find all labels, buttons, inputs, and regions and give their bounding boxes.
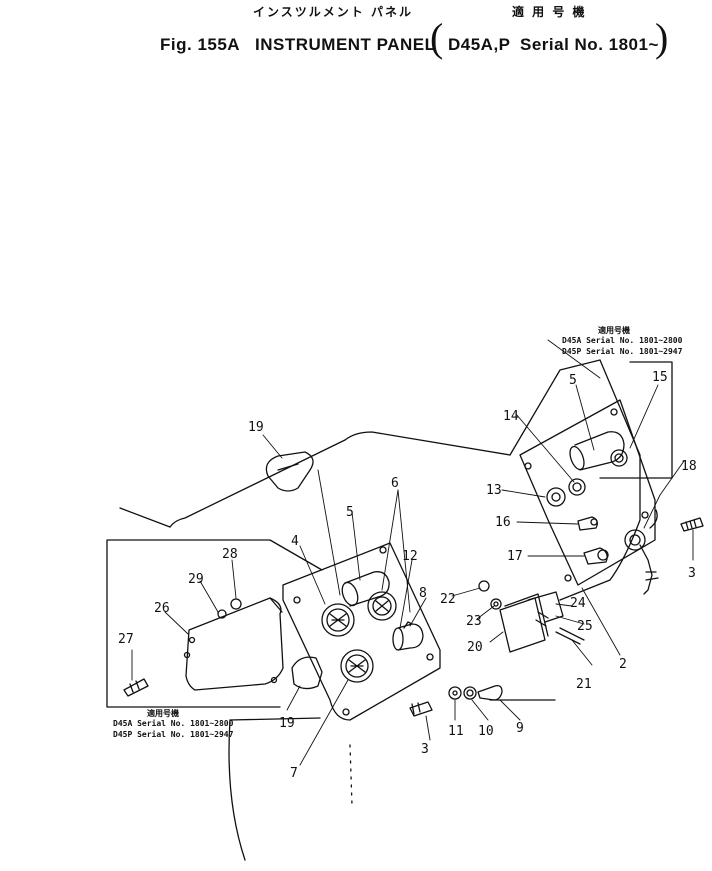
meter-6 [367, 591, 397, 621]
label-26: 26 [154, 601, 170, 616]
gauge-7 [340, 649, 374, 683]
label-23: 23 [466, 614, 482, 629]
key-switch-18 [624, 529, 659, 595]
washer-29 [217, 609, 227, 619]
close-paren: ) [655, 15, 669, 60]
switch-16 [577, 516, 598, 531]
serial-range: Serial No. 1801~ [520, 35, 659, 54]
inset-box-right [599, 361, 673, 479]
model-list: D45A,P [448, 35, 511, 54]
note-right-line-1: D45A Serial No. 1801~2800 [562, 335, 683, 345]
connector-20 [499, 591, 564, 653]
label-22: 22 [440, 592, 456, 607]
washer-11 [448, 686, 462, 700]
nut-13 [546, 487, 566, 507]
switch-17 [583, 547, 609, 565]
washer-10 [463, 686, 477, 700]
note-left-line-1: D45A Serial No. 1801~2800 [113, 718, 234, 728]
note-left-line-2: D45P Serial No. 1801~2947 [113, 729, 234, 739]
label-19-bottom: 19 [279, 716, 295, 731]
bolt-27 [123, 678, 149, 697]
label-5-left: 5 [346, 505, 354, 520]
japanese-title: インスツルメント パネル [253, 5, 413, 19]
applicability-note-right: 適用号機 D45A Serial No. 1801~2800 D45P Seri… [562, 325, 683, 356]
nut-22 [478, 580, 490, 592]
label-17: 17 [507, 549, 523, 564]
label-27: 27 [118, 632, 134, 647]
label-19-top: 19 [248, 420, 264, 435]
washer-23 [490, 598, 502, 610]
pilot-lamp-5-right [569, 431, 628, 471]
figure-number: Fig. 155A [160, 35, 241, 54]
japanese-applicable-label: 適 用 号 機 [512, 5, 587, 19]
label-8: 8 [419, 586, 427, 601]
nut-14 [568, 478, 586, 496]
pilot-lamp-5-left [341, 571, 390, 607]
applicability-note-left: 適用号機 D45A Serial No. 1801~2800 D45P Seri… [113, 708, 234, 739]
label-14: 14 [503, 409, 519, 424]
label-16: 16 [495, 515, 511, 530]
leader-lines [131, 339, 694, 766]
label-28: 28 [222, 547, 238, 562]
label-4: 4 [291, 534, 299, 549]
part-number-labels: 19 5 15 14 13 18 16 17 6 4 5 12 8 28 29 … [118, 370, 697, 781]
screw-21 [555, 627, 585, 645]
label-20: 20 [467, 640, 483, 655]
right-panel-plate [519, 399, 658, 586]
label-29: 29 [188, 572, 204, 587]
clip-19-bottom [291, 656, 323, 690]
figure-header: インスツルメント パネル 適 用 号 機 Fig. 155A INSTRUMEN… [0, 0, 712, 80]
label-25: 25 [577, 619, 593, 634]
label-5-right: 5 [569, 373, 577, 388]
label-21: 21 [576, 677, 592, 692]
open-paren: ( [430, 15, 444, 60]
note-left-heading: 適用号機 [147, 708, 179, 718]
inset-box-left [106, 539, 323, 708]
clip-19-top [265, 451, 314, 492]
bolt-3-right [680, 517, 704, 532]
note-right-heading: 適用号機 [598, 325, 630, 335]
gauge-4 [321, 603, 355, 637]
machine-body-outline [119, 359, 641, 861]
nut-28 [230, 598, 242, 610]
label-2: 2 [619, 657, 627, 672]
bolt-9 [477, 684, 503, 701]
label-3-right: 3 [688, 566, 696, 581]
label-3-bottom: 3 [421, 742, 429, 757]
label-18: 18 [681, 459, 697, 474]
figure-title: INSTRUMENT PANEL [255, 35, 436, 54]
label-7: 7 [290, 766, 298, 781]
label-6: 6 [391, 476, 399, 491]
label-10: 10 [478, 724, 494, 739]
label-11: 11 [448, 724, 464, 739]
instrument-panel-plate [282, 542, 441, 721]
note-right-line-2: D45P Serial No. 1801~2947 [562, 346, 683, 356]
label-9: 9 [516, 721, 524, 736]
bolt-3-bottom [409, 701, 433, 717]
lamp-8-12 [392, 621, 424, 651]
label-15: 15 [652, 370, 668, 385]
label-13: 13 [486, 483, 502, 498]
label-12: 12 [402, 549, 418, 564]
label-24: 24 [570, 596, 586, 611]
